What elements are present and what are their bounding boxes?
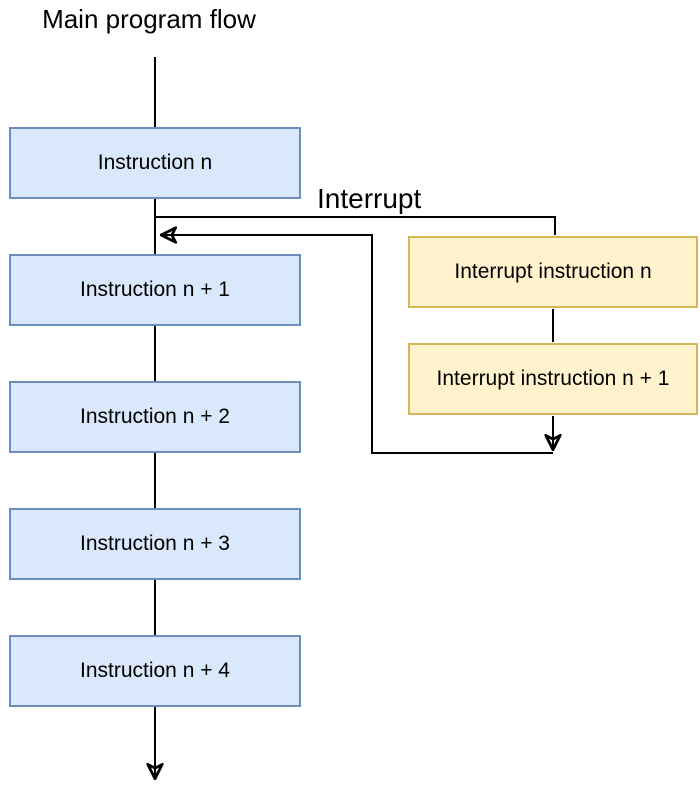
node-instruction-n2: Instruction n + 2 — [9, 381, 301, 453]
node-instruction-n4: Instruction n + 4 — [9, 635, 301, 707]
edge-interrupt-return-arrow — [162, 235, 553, 454]
node-label: Interrupt instruction n — [454, 260, 652, 284]
node-label: Instruction n + 4 — [79, 659, 230, 683]
node-interrupt-instruction-n1: Interrupt instruction n + 1 — [408, 343, 698, 415]
interrupt-edge-label: Interrupt — [317, 183, 422, 214]
node-label: Instruction n + 3 — [79, 532, 230, 556]
node-label: Instruction n + 1 — [79, 278, 230, 302]
node-interrupt-instruction-n: Interrupt instruction n — [408, 236, 698, 308]
node-label: Interrupt instruction n + 1 — [436, 367, 670, 391]
node-label: Instruction n — [97, 151, 213, 175]
edge-interrupt-branch — [155, 216, 556, 235]
node-instruction-n3: Instruction n + 3 — [9, 508, 301, 580]
node-label: Instruction n + 2 — [79, 405, 230, 429]
diagram-title: Main program flow — [42, 4, 256, 34]
node-instruction-n: Instruction n — [9, 127, 301, 199]
node-instruction-n1: Instruction n + 1 — [9, 254, 301, 326]
